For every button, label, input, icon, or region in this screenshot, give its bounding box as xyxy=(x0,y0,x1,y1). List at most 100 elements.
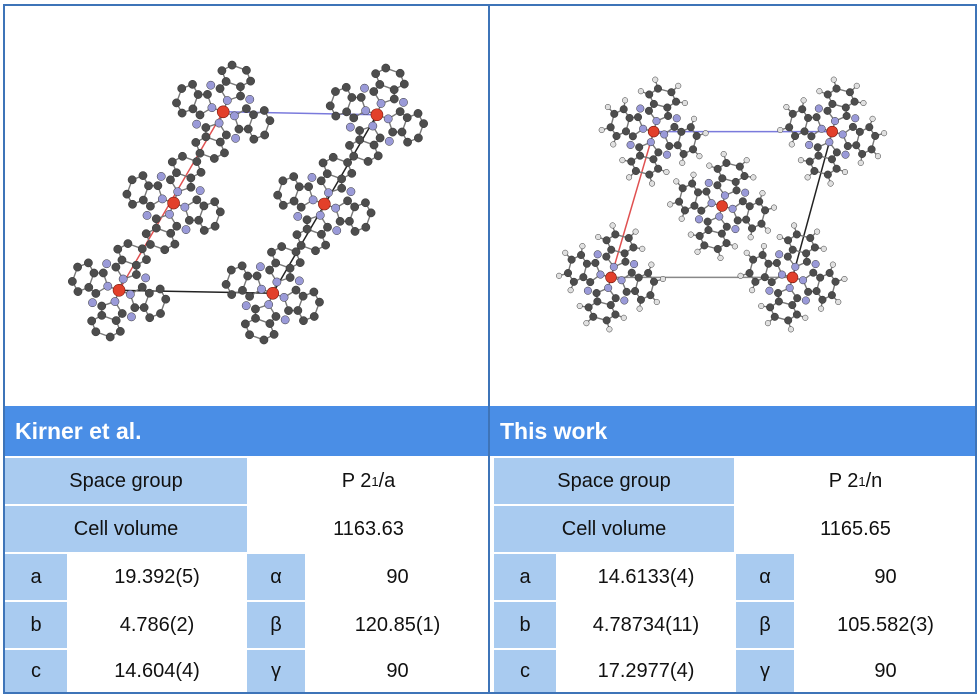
carbon-atom xyxy=(619,105,628,114)
carbon-atom xyxy=(304,182,314,192)
carbon-atom xyxy=(291,285,301,295)
axis-a-label: a xyxy=(5,554,67,600)
carbon-atom xyxy=(611,230,620,239)
carbon-atom xyxy=(193,90,203,99)
nitrogen-atom xyxy=(801,296,810,305)
nitrogen-atom xyxy=(376,99,386,108)
carbon-atom xyxy=(345,216,354,226)
carbon-atom xyxy=(298,291,308,301)
metal-atom xyxy=(216,105,230,119)
carbon-atom xyxy=(350,202,360,212)
carbon-atom xyxy=(311,246,320,256)
carbon-atom xyxy=(611,294,620,303)
carbon-atom xyxy=(654,148,663,157)
hydrogen-atom xyxy=(579,243,586,250)
carbon-atom xyxy=(718,174,727,183)
carbon-atom xyxy=(249,110,258,120)
nitrogen-atom xyxy=(255,262,265,272)
nitrogen-atom xyxy=(332,226,342,235)
carbon-atom xyxy=(828,99,837,108)
hydrogen-atom xyxy=(804,174,811,181)
hydrogen-atom xyxy=(827,180,834,187)
carbon-atom xyxy=(209,154,219,163)
nitrogen-atom xyxy=(207,103,217,113)
carbon-atom xyxy=(665,142,674,151)
metal-atom xyxy=(167,196,180,210)
carbon-atom xyxy=(166,175,175,185)
carbon-atom xyxy=(700,241,709,250)
hydrogen-atom xyxy=(694,248,701,255)
carbon-atom xyxy=(413,133,423,143)
carbon-atom xyxy=(245,292,254,301)
hydrogen-atom xyxy=(652,76,659,83)
carbon-atom xyxy=(137,244,147,254)
carbon-atom xyxy=(823,170,832,179)
carbon-atom xyxy=(804,287,813,296)
hydrogen-atom xyxy=(620,314,627,321)
carbon-atom xyxy=(322,169,332,179)
carbon-atom xyxy=(629,243,638,252)
hydrogen-atom xyxy=(667,201,674,208)
nitrogen-atom xyxy=(360,83,369,93)
carbon-atom xyxy=(871,131,880,140)
hydrogen-atom xyxy=(609,222,616,229)
hydrogen-atom xyxy=(678,215,685,222)
nitrogen-atom xyxy=(775,250,784,259)
carbon-atom xyxy=(296,241,306,250)
carbon-atom xyxy=(289,196,299,206)
carbon-atom xyxy=(342,107,352,117)
nitrogen-atom xyxy=(652,117,661,126)
carbon-atom xyxy=(128,199,137,209)
carbon-atom xyxy=(138,195,148,205)
hydrogen-atom xyxy=(787,326,794,333)
carbon-atom xyxy=(153,181,163,191)
hydrogen-atom xyxy=(869,115,876,122)
angle-alpha-label: α xyxy=(247,554,305,600)
carbon-atom xyxy=(695,231,704,240)
carbon-atom xyxy=(842,111,851,120)
nitrogen-atom xyxy=(206,80,216,90)
carbon-atom xyxy=(745,202,754,211)
angle-gamma-label: γ xyxy=(247,650,305,692)
carbon-atom xyxy=(221,130,231,140)
carbon-atom xyxy=(331,87,340,96)
hydrogen-atom xyxy=(759,190,766,197)
carbon-atom xyxy=(703,217,712,226)
hydrogen-atom xyxy=(776,233,783,241)
hydrogen-atom xyxy=(749,287,756,294)
hydrogen-atom xyxy=(835,298,842,306)
nitrogen-atom xyxy=(604,283,613,292)
carbon-atom xyxy=(645,90,654,99)
carbon-atom xyxy=(732,186,741,195)
angle-beta-value: 105.582(3) xyxy=(796,602,975,648)
carbon-atom xyxy=(111,316,121,325)
axis-c-value: 14.604(4) xyxy=(69,650,245,692)
nitrogen-atom xyxy=(308,195,318,205)
carbon-atom xyxy=(774,289,783,298)
carbon-atom xyxy=(717,229,726,238)
carbon-atom xyxy=(399,79,409,89)
hydrogen-atom xyxy=(881,130,888,137)
hydrogen-atom xyxy=(690,171,697,178)
carbon-atom xyxy=(337,174,346,184)
carbon-atom xyxy=(823,106,832,115)
carbon-atom xyxy=(832,148,841,157)
nitrogen-atom xyxy=(830,117,840,126)
carbon-atom xyxy=(686,123,695,132)
carbon-atom xyxy=(195,110,205,120)
hydrogen-atom xyxy=(659,275,666,283)
carbon-atom xyxy=(606,301,615,310)
carbon-atom xyxy=(371,69,381,79)
hydrogen-atom xyxy=(743,157,750,164)
hydrogen-atom xyxy=(595,233,602,241)
carbon-atom xyxy=(97,301,107,311)
carbon-atom xyxy=(649,277,659,286)
nitrogen-atom xyxy=(636,104,645,113)
nitrogen-atom xyxy=(257,284,266,294)
hydrogen-atom xyxy=(743,249,750,256)
hydrogen-atom xyxy=(622,97,629,104)
carbon-atom xyxy=(749,255,758,264)
hydrogen-atom xyxy=(673,178,680,185)
